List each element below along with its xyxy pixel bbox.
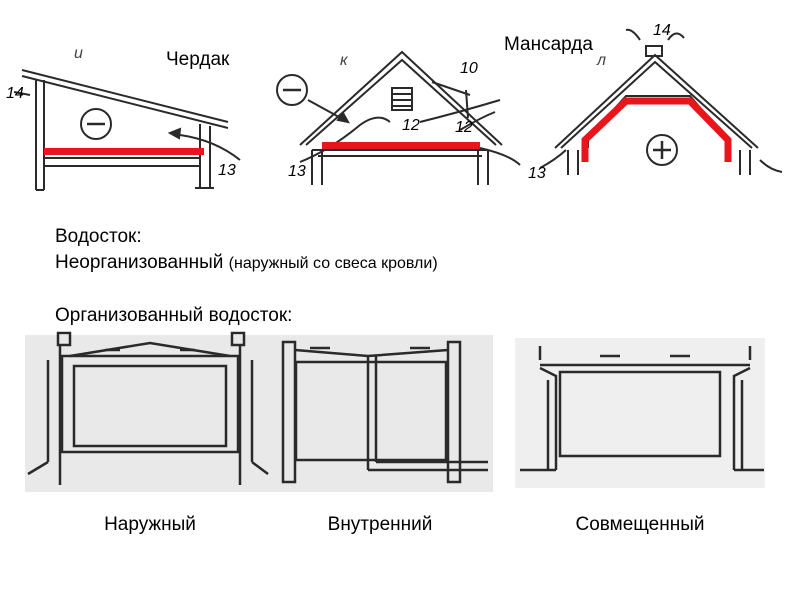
callout-12-mid-upper: 12 [402, 117, 420, 134]
mid-ceiling-highlight [322, 142, 480, 149]
attic-single-pitch-diagram [13, 69, 241, 191]
callout-13-left: 13 [218, 162, 236, 179]
caption-combined: Совмещенный [575, 514, 705, 535]
left-ceiling-highlight [44, 148, 204, 155]
callout-14-left: 14 [6, 85, 24, 102]
caption-inner: Внутренний [327, 514, 433, 535]
mansard-highlight [581, 97, 732, 162]
outer-drainage-diagram [25, 331, 271, 492]
caption-outer: Наружный [104, 514, 196, 535]
combined-drainage-diagram [515, 338, 765, 488]
callout-13-mid: 13 [288, 163, 306, 180]
roof-sketches [13, 28, 783, 191]
figure-letter-a: и [74, 45, 83, 62]
organized-heading: Организованный водосток: [55, 305, 293, 326]
unorganized-label: Неорганизованный [55, 252, 224, 273]
inner-drainage-diagram [271, 335, 493, 492]
drainage-heading: Водосток: [55, 226, 142, 247]
callout-13-right: 13 [528, 165, 546, 182]
mansard-label: Мансарда [504, 34, 593, 55]
plus-icon [646, 134, 678, 166]
minus-icon [276, 74, 308, 106]
unorganized-note: (наружный со свеса кровли) [228, 255, 438, 272]
attic-gable-diagram [299, 50, 521, 185]
unorganized-line: Неорганизованный (наружный со свеса кров… [55, 252, 438, 275]
figure-letter-b: к [340, 52, 348, 69]
callout-12-mid-lower: 12 [455, 119, 473, 136]
minus-icon [80, 108, 112, 140]
attic-label: Чердак [166, 49, 230, 70]
callout-10-mid: 10 [460, 60, 478, 77]
figure-letter-c: л [597, 52, 607, 69]
callout-14-right: 14 [653, 22, 671, 39]
